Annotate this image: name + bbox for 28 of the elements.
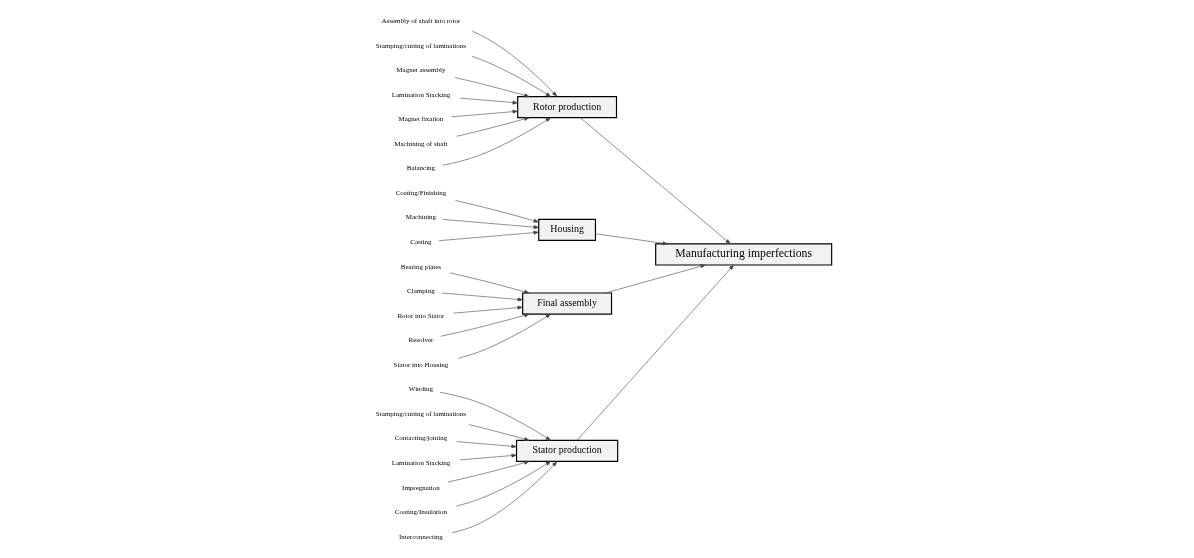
arrow — [457, 313, 551, 359]
arrow — [576, 264, 734, 441]
arrow — [452, 305, 523, 314]
node-box: Housing — [537, 218, 596, 241]
arrow — [454, 77, 529, 98]
arrow — [455, 117, 529, 137]
arrow — [459, 453, 517, 461]
arrow — [455, 461, 551, 507]
arrow — [438, 230, 539, 241]
arrow — [471, 56, 551, 97]
arrow — [468, 424, 529, 441]
arrow — [449, 272, 529, 294]
arrow — [450, 109, 518, 118]
arrow — [442, 117, 551, 166]
arrow — [441, 292, 523, 302]
arrow — [459, 97, 518, 105]
arrow — [594, 233, 668, 246]
arrow — [455, 441, 517, 449]
arrow — [442, 219, 539, 230]
arrow — [454, 200, 539, 223]
arrow — [447, 460, 529, 483]
arrow — [439, 392, 551, 441]
arrow — [440, 313, 529, 337]
arrow — [451, 461, 557, 533]
arrow — [579, 117, 731, 245]
arrow — [471, 31, 557, 97]
node-box: Final assembly — [521, 292, 612, 315]
arrow — [604, 264, 706, 294]
